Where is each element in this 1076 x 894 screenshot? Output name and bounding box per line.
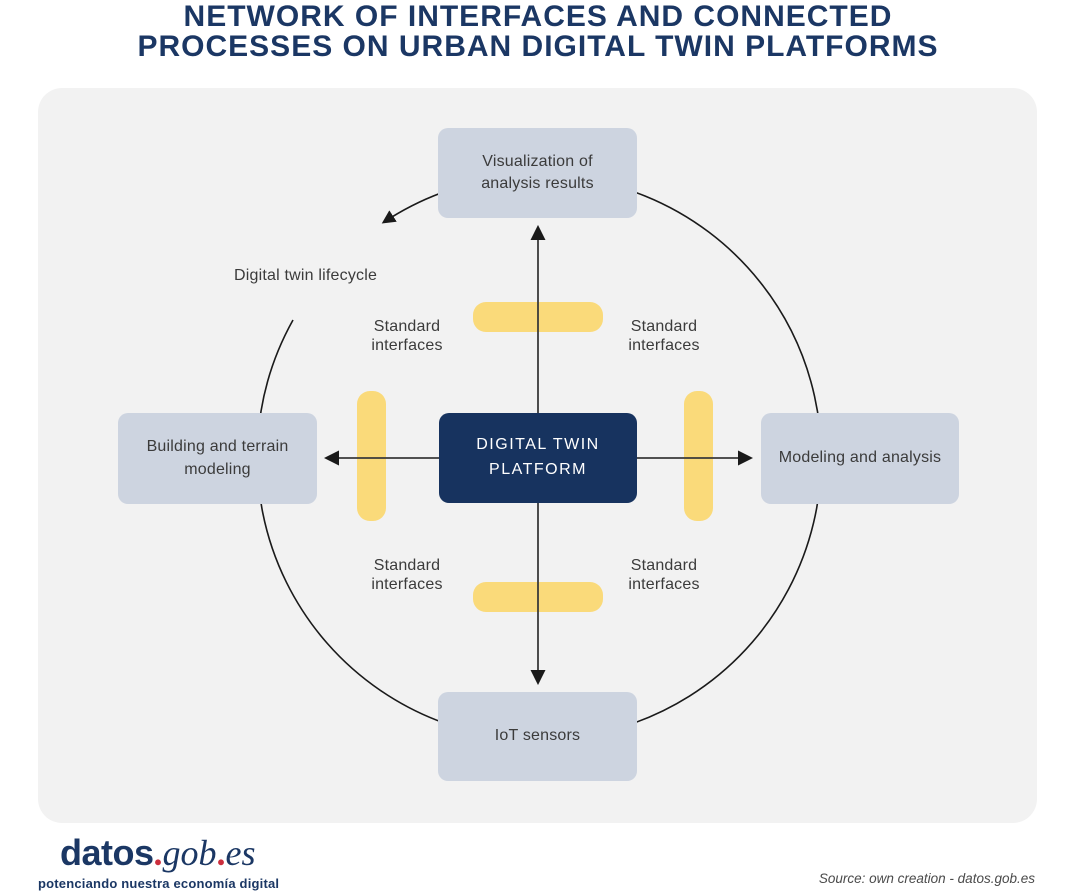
logo-dot-icon: . xyxy=(153,833,163,873)
logo-es-text: es xyxy=(225,833,256,873)
digital-twin-lifecycle-label: Digital twin lifecycle xyxy=(234,267,378,284)
standard-interfaces-label-bottom-left: Standard interfaces xyxy=(371,557,443,593)
node-digital-twin-platform: DIGITAL TWIN PLATFORM xyxy=(439,413,637,503)
node-iot-sensors-label: IoT sensors xyxy=(494,727,581,745)
logo-dot-icon: . xyxy=(216,833,226,873)
interface-bar-left xyxy=(357,391,386,521)
node-visualization: Visualization of analysis results xyxy=(438,128,637,218)
page-title-line2: PROCESSES ON URBAN DIGITAL TWIN PLATFORM… xyxy=(137,30,939,63)
interface-bar-right xyxy=(684,391,713,521)
node-visualization-label: Visualization of analysis results xyxy=(481,152,594,192)
source-note: Source: own creation - datos.gob.es xyxy=(818,871,1035,886)
logo-tagline: potenciando nuestra economía digital xyxy=(38,876,280,891)
standard-interfaces-label-bottom-right: Standard interfaces xyxy=(628,557,700,593)
page-title: NETWORK OF INTERFACES AND CONNECTED PROC… xyxy=(0,2,1076,62)
node-modeling-analysis-label: Modeling and analysis xyxy=(778,449,942,467)
node-iot-sensors: IoT sensors xyxy=(438,692,637,781)
node-building-terrain-modeling-label: Building and terrain modeling xyxy=(146,438,289,478)
node-digital-twin-platform-label: DIGITAL TWIN PLATFORM xyxy=(476,436,600,478)
standard-interfaces-label-top-right: Standard interfaces xyxy=(628,318,700,354)
datos-gob-es-logo: datos.gob.es xyxy=(60,832,256,874)
standard-interfaces-label-top-left: Standard interfaces xyxy=(371,318,443,354)
node-modeling-analysis: Modeling and analysis xyxy=(761,413,959,504)
logo-datos-text: datos xyxy=(60,832,154,873)
page-title-line1: NETWORK OF INTERFACES AND CONNECTED xyxy=(183,0,893,33)
node-building-terrain-modeling: Building and terrain modeling xyxy=(118,413,317,504)
logo-gob-text: gob xyxy=(162,833,217,873)
